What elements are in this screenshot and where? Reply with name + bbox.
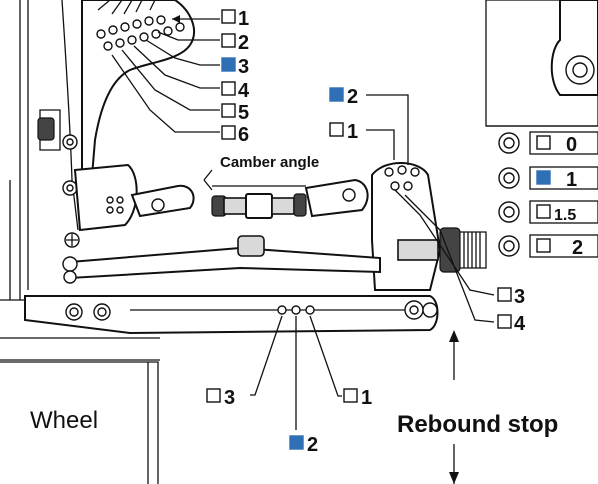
upper-link-checkbox-1[interactable] (221, 9, 236, 24)
insert-panel: 0 1 1.5 2 (485, 0, 598, 259)
insert-option-rows: 0 1 1.5 2 (498, 131, 598, 259)
upper-link-option-6[interactable]: 6 (221, 124, 249, 146)
lower-arm-label-3: 3 (224, 387, 235, 409)
lower-arm-option-2[interactable]: 2 (289, 434, 318, 456)
upper-link-option-3[interactable]: 3 (221, 56, 249, 78)
chassis-bulkhead (0, 0, 160, 361)
rebound-stop-label: Rebound stop (397, 411, 558, 438)
upper-link-label-3: 3 (238, 56, 249, 78)
insert-option-1-label: 1 (566, 169, 577, 191)
lower-arm-checkbox-2[interactable] (289, 435, 304, 450)
upper-link-option-2[interactable]: 2 (221, 32, 249, 54)
upper-link-option-5[interactable]: 5 (221, 102, 249, 124)
upper-link-position-labels: 1 2 3 4 5 6 (221, 8, 250, 146)
upper-link-label-2: 2 (238, 32, 249, 54)
insert-option-2[interactable]: 2 (498, 234, 598, 259)
lower-arm (24, 295, 439, 335)
upper-link-label-1: 1 (238, 8, 249, 30)
arm-end-position-labels: 3 4 (497, 286, 526, 335)
insert-option-0[interactable]: 0 (498, 131, 598, 156)
drive-shaft (62, 232, 381, 284)
shock-tower (81, 0, 195, 201)
upper-link-label-5: 5 (238, 102, 249, 124)
insert-option-1[interactable]: 1 (498, 166, 598, 191)
insert-checkbox-0[interactable] (536, 135, 551, 150)
wheel-label: Wheel (30, 407, 98, 434)
upper-link-checkbox-5[interactable] (221, 103, 236, 118)
insert-checkbox-1[interactable] (536, 170, 551, 185)
camber-angle-label: Camber angle (220, 154, 319, 171)
wheel-outline (0, 361, 159, 484)
hub-label-1: 1 (347, 121, 358, 143)
hub-position-labels: 2 1 (329, 86, 358, 143)
lower-arm-checkbox-1[interactable] (343, 388, 358, 403)
lower-arm-label-2: 2 (307, 434, 318, 456)
arm-end-checkbox-4[interactable] (497, 314, 512, 329)
arm-end-checkbox-3[interactable] (497, 287, 512, 302)
insert-option-2-label: 2 (572, 237, 583, 259)
upper-link-checkbox-3[interactable] (221, 57, 236, 72)
lower-arm-option-1[interactable]: 1 (343, 387, 372, 409)
hub-option-2[interactable]: 2 (329, 86, 358, 108)
arm-end-label-4: 4 (514, 313, 526, 335)
lower-arm-option-3[interactable]: 3 (206, 387, 235, 409)
leader-lines (111, 15, 495, 484)
insert-option-1.5[interactable]: 1.5 (498, 200, 598, 224)
lower-arm-label-1: 1 (361, 387, 372, 409)
arm-end-option-3[interactable]: 3 (497, 286, 525, 308)
tower-holes (96, 15, 185, 51)
hub-checkbox-1[interactable] (329, 122, 344, 137)
upper-link-label-4: 4 (238, 80, 250, 102)
lower-arm-checkbox-3[interactable] (206, 388, 221, 403)
upper-link-checkbox-4[interactable] (221, 81, 236, 96)
hub-option-1[interactable]: 1 (329, 121, 358, 143)
arm-end-label-3: 3 (514, 286, 525, 308)
hub-checkbox-2[interactable] (329, 87, 344, 102)
insert-option-1.5-label: 1.5 (554, 207, 576, 224)
hub-label-2: 2 (347, 86, 358, 108)
insert-checkbox-2[interactable] (536, 238, 551, 253)
camber-link (130, 169, 369, 219)
upper-link-checkbox-6[interactable] (221, 125, 236, 140)
insert-option-0-label: 0 (566, 134, 577, 156)
insert-checkbox-1.5[interactable] (536, 204, 551, 219)
upper-link-option-1[interactable]: 1 (221, 8, 249, 30)
upper-link-label-6: 6 (238, 124, 249, 146)
arm-end-option-4[interactable]: 4 (497, 313, 526, 335)
hub-carrier (371, 162, 487, 291)
upper-link-checkbox-2[interactable] (221, 33, 236, 48)
upper-mount-block (73, 163, 138, 232)
lower-arm-position-labels: 3 2 1 (206, 387, 372, 456)
upper-link-option-4[interactable]: 4 (221, 80, 250, 102)
